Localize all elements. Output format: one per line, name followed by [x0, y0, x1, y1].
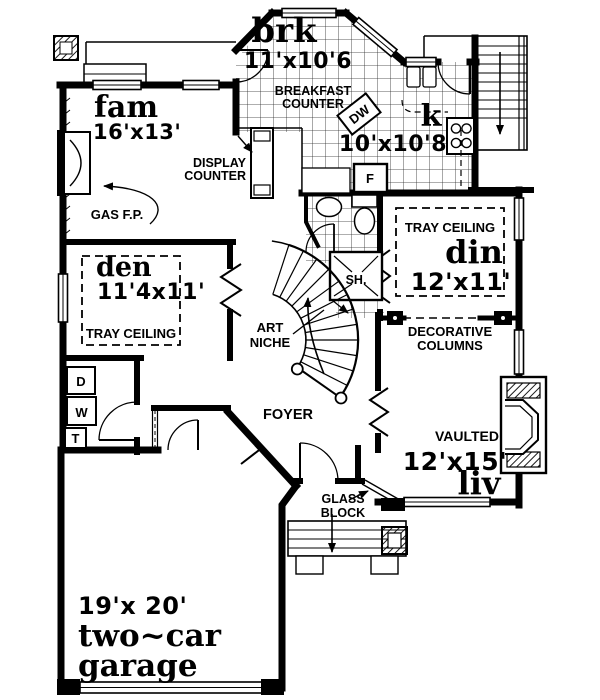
garage-name-line2: garage [78, 648, 198, 684]
kitchen-counter [301, 167, 351, 194]
art-niche-label-2: NICHE [250, 335, 291, 350]
laundry-tub-label: T [72, 431, 80, 446]
glass-block-wall [361, 479, 405, 511]
curved-staircase [271, 240, 360, 405]
kitchen-cabinets [401, 99, 462, 186]
living-opening-chevron [368, 387, 390, 437]
breakfast-counter-label-1: BREAKFAST [275, 84, 352, 98]
living-vaulted-label: VAULTED [435, 428, 499, 444]
stair-small-arrow [331, 299, 349, 314]
dining-dims: 12'x11' [411, 268, 511, 296]
stair-post [334, 391, 348, 405]
art-niche-leader [292, 309, 325, 335]
doors [98, 49, 471, 482]
kitchen-dims: 10'x10'8 [339, 132, 447, 157]
decorative-columns-label-2: COLUMNS [417, 338, 483, 353]
breakfast-dims: 11'x10'6 [244, 49, 352, 74]
art-niche-label-1: ART [257, 320, 284, 335]
den-door-chevron [219, 263, 243, 317]
fridge-label: F [366, 171, 374, 186]
porch-column [381, 526, 408, 555]
shower-stall: SH. [328, 250, 384, 302]
garage-door [57, 679, 284, 695]
den-name: den [96, 252, 152, 283]
display-counter-label-2: COUNTER [184, 169, 246, 183]
glass-block-label-1: GLASS [321, 492, 364, 506]
garage-dims: 19'x 20' [78, 592, 187, 620]
bath-sink-icon [315, 196, 343, 218]
den-labels: den 11'4x11' TRAY CEILING [86, 252, 205, 341]
breakfast-name: brk [251, 11, 318, 51]
gas-fireplace-arrow [103, 182, 159, 225]
glass-block-arrow [348, 490, 369, 501]
laundry-door [98, 401, 138, 441]
gas-fireplace [57, 130, 91, 196]
garage-labels: 19'x 20' two~car garage [78, 592, 222, 684]
fridge: F [352, 162, 389, 194]
den-tray-ceiling-label: TRAY CEILING [86, 326, 176, 341]
family-window-2 [182, 79, 220, 91]
deck-column [53, 35, 79, 61]
family-labels: fam 16'x13' DISPLAY COUNTER GAS F.P. [91, 90, 247, 222]
garage-entry-door [167, 419, 199, 451]
decorative-columns-label-1: DECORATIVE [408, 324, 493, 339]
stair-up-arrow [303, 297, 325, 375]
display-counter-arrow [237, 135, 253, 153]
breakfast-window [281, 7, 337, 19]
tray-ceiling-dining-outline [395, 207, 505, 297]
breakfast-labels: brk 11'x10'6 BREAKFAST COUNTER [244, 11, 352, 111]
tray-ceiling-den-outline [81, 255, 181, 346]
living-fireplace [499, 375, 548, 475]
dining-labels: TRAY CEILING din 12'x11' DECORATIVE COLU… [405, 220, 511, 353]
living-dims: 12'x15' [403, 447, 508, 476]
gas-fireplace-label: GAS F.P. [91, 207, 144, 222]
living-name: liv [458, 464, 502, 502]
laundry-appliances: D W T [64, 366, 97, 449]
deck-right [423, 35, 477, 58]
kitchen-window [405, 56, 437, 68]
art-niche-labels: ART NICHE [250, 320, 291, 350]
shower-label: SH. [346, 273, 367, 287]
dryer-label: D [76, 374, 85, 389]
dining-name: din [445, 233, 503, 271]
bath-door [305, 223, 335, 253]
breakfast-deck-door [235, 49, 269, 83]
kitchen-deck-door [437, 61, 471, 95]
kitchen-labels: k 10'x10'8 [339, 99, 447, 157]
den-dims: 11'4x11' [97, 280, 205, 305]
kitchen-name: k [421, 99, 443, 134]
family-window-1 [92, 79, 142, 91]
decorative-columns [387, 311, 512, 325]
family-dims: 16'x13' [93, 120, 181, 144]
closet [151, 408, 159, 450]
glass-block-labels: GLASS BLOCK [321, 492, 365, 520]
glass-block-label-2: BLOCK [321, 506, 365, 520]
leader-arrows [103, 135, 369, 501]
basement-stairs [476, 35, 528, 151]
closet-door-chevron [240, 426, 265, 465]
dining-window-1 [513, 197, 525, 241]
dishwasher-box: DW [336, 92, 382, 136]
breakfast-diagonal-window [351, 16, 399, 58]
display-counter-label-1: DISPLAY [193, 156, 247, 170]
windows [57, 7, 525, 508]
front-door [299, 442, 339, 482]
foyer-label: FOYER [263, 407, 313, 423]
dining-window-2 [513, 329, 525, 375]
breakfast-counter-label-2: COUNTER [282, 97, 344, 111]
kitchen-sink [406, 66, 437, 88]
den-window [57, 273, 69, 323]
stair-post [290, 362, 304, 376]
toilet-icon [351, 194, 378, 235]
washer-label: W [75, 405, 88, 420]
garage-name-line1: two~car [78, 618, 222, 654]
living-labels: VAULTED 12'x15' liv [403, 428, 508, 502]
dining-tray-ceiling-label: TRAY CEILING [405, 220, 495, 235]
display-counter [250, 127, 274, 199]
family-name: fam [94, 90, 158, 125]
